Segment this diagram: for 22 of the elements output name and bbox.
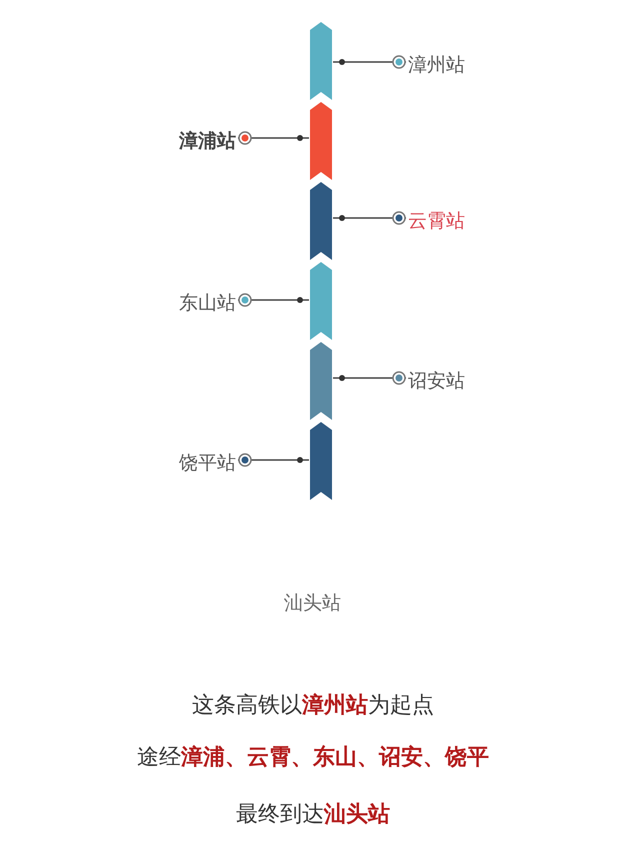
- chevron-segment: [310, 262, 332, 340]
- chevron-segment: [310, 102, 332, 180]
- caption-text: 这条高铁以漳州站为起点: [192, 692, 434, 720]
- station-label: 饶平站: [179, 451, 236, 475]
- chevron-segment: [310, 342, 332, 420]
- station-label: 漳浦站: [179, 129, 236, 153]
- station-label: 漳州站: [408, 53, 465, 77]
- leader-line: [333, 371, 406, 385]
- station-label: 诏安站: [408, 369, 465, 393]
- station-label: 云霄站: [408, 209, 465, 233]
- leader-line: [333, 55, 406, 69]
- chevron-segment: [310, 22, 332, 100]
- caption-text: 最终到达汕头站: [236, 801, 390, 829]
- leader-line: [333, 211, 406, 225]
- leader-line: [238, 131, 309, 145]
- chevron-segment: [310, 182, 332, 260]
- station-label: 东山站: [179, 291, 236, 315]
- caption-text: 途经漳浦、云霄、东山、诏安、饶平: [137, 744, 489, 772]
- leader-line: [238, 453, 309, 467]
- leader-line: [238, 293, 309, 307]
- terminal-station-label: 汕头站: [284, 591, 341, 616]
- chevron-segment: [310, 422, 332, 500]
